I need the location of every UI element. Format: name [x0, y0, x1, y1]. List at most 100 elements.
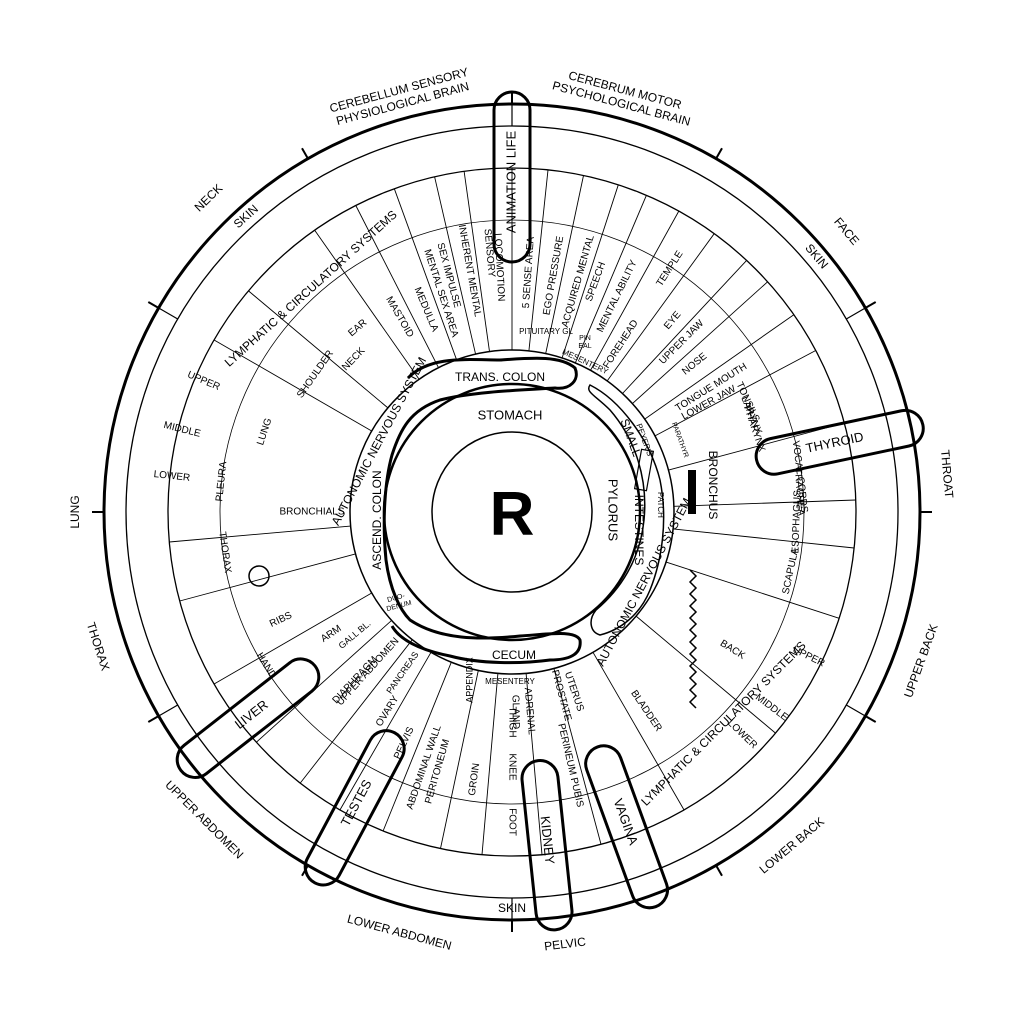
tab-testes-shape [303, 729, 406, 887]
inner-organ-label: ASCEND. COLON [370, 470, 384, 569]
zone-label: EAR [346, 317, 369, 339]
zone-divider [528, 169, 549, 351]
pupil-ring [431, 431, 593, 593]
zone-label: LOWER [153, 469, 191, 484]
zone-divider [574, 195, 647, 364]
zone-label: MASTOID [383, 295, 415, 340]
zone-divider [561, 184, 619, 359]
zone-label: ESOPHAGUS [790, 490, 803, 554]
inner-organ-label: GALL BL. [337, 618, 373, 651]
outer-ticks [92, 92, 932, 932]
zone-label: PELVIS [392, 725, 417, 761]
zone-label: PLEURA [214, 461, 229, 502]
zone-label: GLAND [510, 695, 522, 730]
zone-divider [654, 350, 816, 437]
inner-organ-label: EAL [578, 343, 591, 350]
outer-label: LOWER ABDOMEN [346, 912, 453, 953]
zone-divider [644, 314, 795, 420]
tab-thyroid-label: THYROID [804, 429, 864, 456]
inner-organ-label: PARATHYR [670, 421, 689, 458]
inner-organ-label: PANCREAS [384, 650, 420, 696]
inner-organ-label: PYLORUS [606, 479, 621, 541]
zone-label: MIDDLE [162, 420, 202, 440]
zone-divider [256, 620, 392, 743]
tab-kidney-shape [520, 759, 574, 932]
bronchus-marker [688, 470, 696, 514]
zone-divider [213, 592, 372, 685]
zone-label: THORAX [216, 531, 233, 574]
zone-divider [590, 210, 680, 371]
zone-label: BACK [718, 638, 747, 662]
outer-label: FACE [831, 215, 862, 248]
skin-divider [158, 307, 179, 320]
skin-divider [158, 704, 179, 717]
outer-tick [715, 147, 723, 160]
zone-divider [632, 281, 768, 404]
zone-label: SENSORY [482, 228, 497, 278]
tab-thyroid-shape [754, 408, 925, 476]
zone-divider [673, 528, 855, 549]
outer-label: THORAX [84, 620, 113, 672]
zone-divider [314, 229, 420, 380]
zone-divider [169, 525, 351, 543]
inner-organ-label: DUO- [387, 592, 407, 604]
zone-divider [213, 339, 372, 432]
zone-divider [668, 422, 845, 471]
zone-label: KNEE [506, 753, 517, 781]
zone-label: RIBS [268, 610, 294, 630]
tab-animation-life-label: ANIMATION LIFE [503, 131, 518, 234]
tab-liver [175, 657, 321, 779]
lung-spot [248, 565, 270, 587]
inner-organ-label: PITUITARY GL [519, 327, 573, 336]
center-letter: R [490, 480, 535, 549]
zone-label: EYE [662, 309, 684, 332]
zone-label: NOSE [680, 351, 709, 378]
inner-organ-label: MESENTERY [485, 677, 535, 686]
inner-organ-label: BRONCHUS [706, 451, 720, 520]
zone-label: LUNG [255, 417, 274, 447]
tab-testes [303, 729, 406, 887]
zone-divider [545, 175, 584, 354]
tab-liver-shape [175, 657, 321, 779]
outer-label: UPPER BACK [901, 622, 941, 699]
zone-divider [665, 561, 840, 619]
outer-tick [864, 715, 877, 723]
tab-vagina [584, 744, 670, 910]
zone-divider [299, 639, 413, 784]
skin-label: SKIN [498, 901, 526, 915]
outer-tick [301, 147, 309, 160]
inner-organ-label: TRANS. COLON [455, 370, 545, 384]
outer-tick [864, 301, 877, 309]
zone-divider [553, 668, 602, 845]
zone-divider [622, 260, 747, 394]
colon-outline [382, 356, 582, 665]
zone-label: 5 SENSE AREA [521, 236, 537, 309]
inner-organ-label: PATCH [656, 492, 665, 518]
zone-label: THIGH [506, 706, 517, 737]
zone-label: BLADDER [628, 688, 664, 733]
zone-divider [606, 233, 715, 382]
zone-divider [592, 652, 685, 811]
zone-label: FOOT [506, 808, 517, 836]
zone-label: BRONCHIALS [279, 507, 344, 518]
zone-divider [525, 673, 543, 855]
zone-label: SHOULDER [295, 348, 336, 400]
zone-label: UPPER [791, 644, 827, 669]
zone-label: ADRENAL [522, 687, 537, 735]
small-intestine-outline [588, 384, 665, 636]
outer-label: LUNG [68, 495, 82, 528]
inner-organ-label: STOMACH [478, 407, 543, 422]
peyers-patch-box [633, 448, 655, 492]
zone-label: TEMPLE [655, 249, 686, 289]
skin-label: SKIN [231, 202, 261, 231]
zone-label: HAND [254, 651, 278, 681]
zone-divider [434, 176, 477, 355]
outer-tick [147, 301, 160, 309]
skin-label: SKIN [802, 241, 831, 271]
tab-kidney-label: KIDNEY [538, 815, 558, 865]
outer-label: NECK [192, 181, 226, 214]
zone-divider [673, 499, 856, 507]
outer-tick [147, 715, 160, 723]
system-arc-label: LYMPHATIC & CIRCULATORY SYSTEMS [222, 207, 400, 369]
